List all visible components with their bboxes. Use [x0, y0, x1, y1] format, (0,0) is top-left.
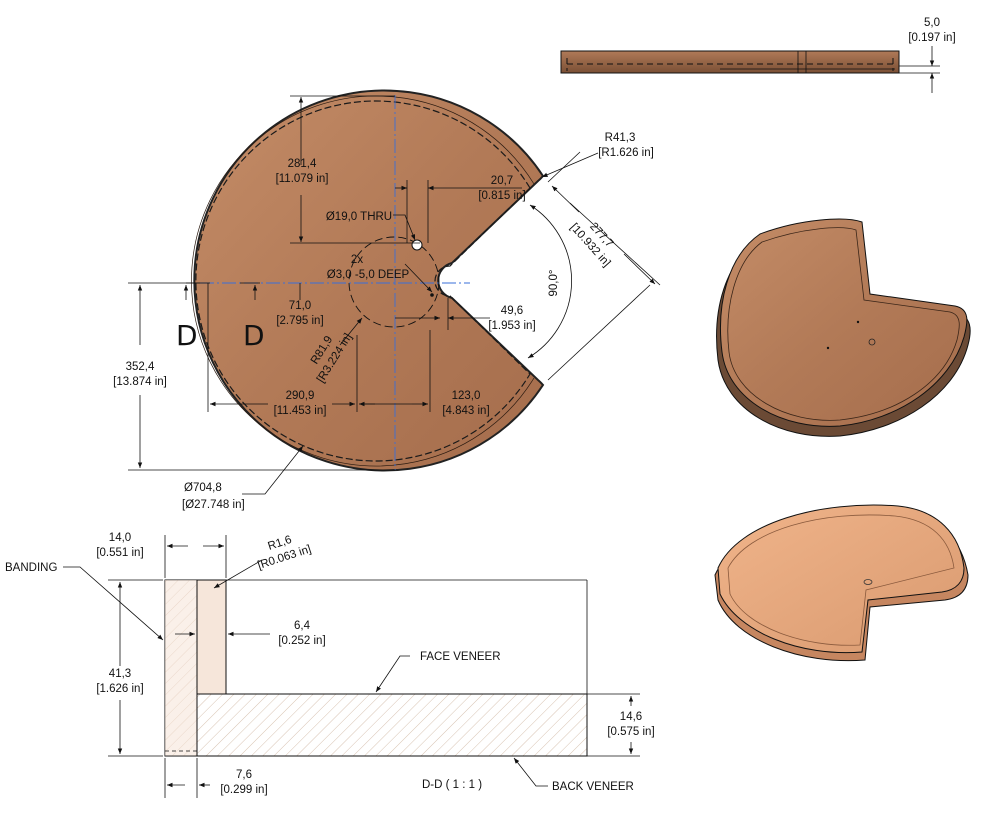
- dim-281: 281,4: [288, 158, 317, 170]
- dim-49: 49,6: [501, 305, 523, 317]
- iso-view-bottom: [714, 504, 969, 662]
- section-marker-right: D: [243, 319, 265, 352]
- dim-123-in: [4.843 in]: [442, 405, 489, 417]
- section-marker-left: D: [176, 319, 198, 352]
- dim-49-in: [1.953 in]: [488, 320, 535, 332]
- dim-7-6-in: [0.299 in]: [220, 784, 267, 796]
- dim-14-6-in: [0.575 in]: [607, 726, 654, 738]
- dim-20: 20,7: [491, 175, 513, 187]
- dim-thickness: 5,0: [924, 17, 940, 29]
- board-outline: [193, 89, 545, 472]
- dim-14: 14,0: [109, 532, 131, 544]
- dim-123: 123,0: [452, 390, 481, 402]
- dim-290-in: [11.453 in]: [274, 405, 327, 417]
- iso-view-top: [716, 218, 971, 437]
- dim-angle: 90,0°: [548, 270, 560, 297]
- dim-diameter-in: [Ø27.748 in]: [182, 499, 245, 511]
- dim-7-6: 7,6: [236, 769, 252, 781]
- dim-71: 71,0: [289, 300, 311, 312]
- dim-352: 352,4: [126, 361, 155, 373]
- plan-view: 281,4 [11.079 in] 20,7 [0.815 in] Ø19,0 …: [113, 89, 661, 511]
- dim-6-4: 6,4: [294, 620, 311, 632]
- label-banding: BANDING: [5, 562, 57, 574]
- label-face-veneer: FACE VENEER: [420, 651, 501, 663]
- dim-14-6: 14,6: [620, 711, 642, 723]
- dim-2x: 2x: [351, 254, 363, 266]
- dim-thickness-in: [0.197 in]: [908, 32, 955, 44]
- dim-thru: Ø19,0 THRU: [326, 211, 392, 223]
- dim-14-in: [0.551 in]: [96, 547, 143, 559]
- dim-41: 41,3: [109, 668, 131, 680]
- dim-290: 290,9: [286, 390, 315, 402]
- dim-41-in: [1.626 in]: [96, 683, 143, 695]
- dim-deep: Ø3,0 -5,0 DEEP: [327, 269, 410, 281]
- dim-20-in: [0.815 in]: [478, 190, 525, 202]
- dim-diameter: Ø704,8: [184, 482, 222, 494]
- edge-view: 5,0 [0.197 in]: [560, 17, 956, 93]
- section-title: D-D ( 1 : 1 ): [422, 779, 482, 791]
- dim-281-in: [11.079 in]: [276, 173, 329, 185]
- dim-r41: R41,3: [605, 132, 636, 144]
- dim-r41-in: [R1.626 in]: [598, 147, 654, 159]
- label-back-veneer: BACK VENEER: [552, 781, 634, 793]
- dim-71-in: [2.795 in]: [276, 315, 323, 327]
- dim-352-in: [13.874 in]: [113, 376, 167, 388]
- section-view: 14,0 [0.551 in] R1,6 [R0.063 in] BANDING…: [5, 532, 655, 798]
- dim-6-4-in: [0.252 in]: [278, 635, 325, 647]
